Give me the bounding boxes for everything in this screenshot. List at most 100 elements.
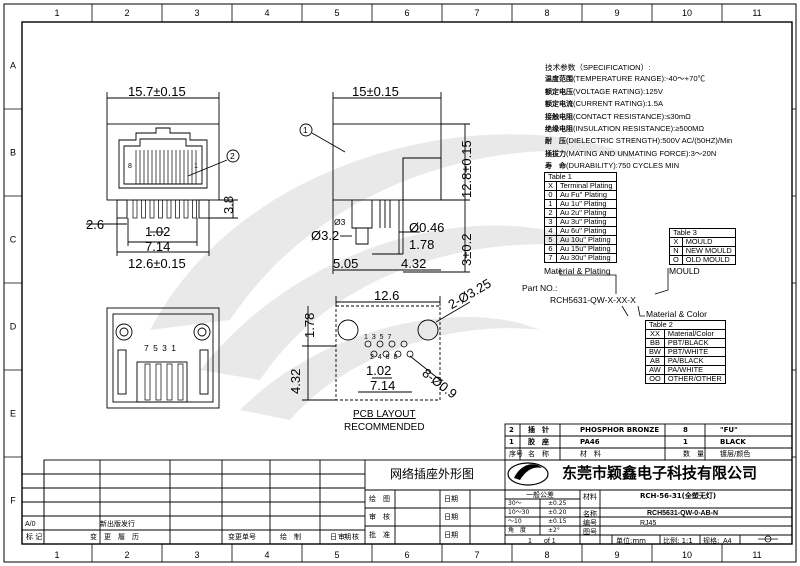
- pcb-odd-pins: 1 3 5 7: [364, 334, 392, 341]
- border-column-label: 2: [124, 8, 129, 18]
- dim-front-bottom: 12.6±0.15: [128, 256, 186, 271]
- spec-row: 寿 命(DURABILITY):750 CYCLES MIN: [545, 160, 732, 172]
- drawer-label: 绘 图: [369, 495, 390, 503]
- part-number-label: Part NO.:: [522, 283, 558, 293]
- model-2: RCH5631-QW-0-AB-N: [647, 510, 719, 517]
- spec-label: 接触电阻: [545, 112, 573, 121]
- table-cell: OLD MOULD: [681, 255, 736, 265]
- callout-2: 2: [230, 151, 235, 161]
- side-view: [299, 92, 470, 274]
- spec-value: (MATING AND UNMATING FORCE):3～20N: [566, 148, 717, 158]
- dim-side-post2: Ø3: [334, 217, 346, 227]
- spec-label: 额定电流: [545, 100, 573, 109]
- checker-label: 审 核: [369, 513, 390, 521]
- border-column-label: 4: [264, 550, 269, 560]
- spec-label: 插拔力: [545, 149, 566, 158]
- company-name: 东莞市颖鑫电子科技有限公司: [562, 464, 758, 482]
- part-number-value: RCH5631-QW-X-XX-X: [550, 295, 636, 305]
- border-column-label: 8: [544, 8, 549, 18]
- border-column-label: 6: [404, 8, 409, 18]
- table-cell: 7: [544, 253, 557, 263]
- date-label-3: 日期: [444, 531, 458, 539]
- spec-row: 插拔力(MATING AND UNMATING FORCE):3～20N: [545, 148, 732, 160]
- dim-front-pitch: 1.02: [145, 224, 171, 239]
- revision-header: 变更单号: [228, 533, 256, 541]
- spec-block: 技术参数（SPECIFICATION）: 温度范围(TEMPERATURE RA…: [545, 62, 732, 173]
- dim-front-pitch-total: 7.14: [145, 239, 171, 254]
- revision-header: 日 期: [330, 533, 351, 541]
- sheet-size: A4: [723, 538, 732, 545]
- bottom-view: [106, 307, 220, 409]
- tolerance-value: ±2°: [548, 527, 560, 534]
- scale-label: 比例: 1:1: [663, 537, 693, 545]
- spec-label: 绝缘电阻: [545, 125, 573, 134]
- bom-cell: 2: [509, 426, 514, 434]
- border-column-label: 7: [474, 550, 479, 560]
- border-column-label: 1: [54, 550, 59, 560]
- border-column-label: 10: [682, 550, 692, 560]
- spec-row: 额定电压(VOLTAGE RATING):125V: [545, 86, 732, 98]
- spec-row: 接触电阻(CONTACT RESISTANCE):≤30mΩ: [545, 111, 732, 123]
- spec-value: (CURRENT RATING):1.5A: [573, 99, 664, 109]
- bom-cell: PA46: [580, 438, 600, 446]
- border-column-label: 8: [544, 550, 549, 560]
- projection-symbol-icon: [758, 535, 778, 543]
- company-logo: [507, 462, 549, 486]
- dim-pcb-top: 12.6: [374, 288, 400, 303]
- border-column-label: 3: [194, 8, 199, 18]
- table-1-caption: Material & Plating: [544, 266, 611, 276]
- tolerance-value: ±0.25: [548, 500, 567, 507]
- bom-header-cell: 名 称: [528, 450, 549, 458]
- spec-value: (DURABILITY):750 CYCLES MIN: [566, 161, 680, 171]
- date-label-1: 日期: [444, 495, 458, 503]
- border-column-label: 9: [614, 8, 619, 18]
- border-row-label: F: [10, 496, 16, 506]
- spec-value: (INSULATION RESISTANCE):≥500MΩ: [573, 124, 705, 134]
- pin-label-right: 1: [194, 163, 198, 170]
- revision-header: 变 更 履 历: [90, 533, 139, 541]
- revision-header: 审 核: [338, 533, 359, 541]
- border-column-label: 1: [54, 8, 59, 18]
- tolerance-title: 一般公差: [526, 491, 554, 499]
- model-1: RCH-56-31(全塑无灯): [640, 492, 717, 500]
- border-column-label: 2: [124, 550, 129, 560]
- table-2-caption: Material & Color: [646, 309, 707, 319]
- model-number-label: 编号: [583, 519, 597, 527]
- dim-pcb-102: 1.02: [366, 363, 392, 378]
- spec-label: 额定电压: [545, 87, 573, 96]
- pcb-layout-title: PCB LAYOUT: [353, 409, 416, 420]
- pcb-even-pins: 2 4 6 8: [370, 354, 398, 361]
- spec-heading: 技术参数（SPECIFICATION）:: [545, 63, 651, 72]
- border-column-label: 7: [474, 8, 479, 18]
- bom-header-cell: 镀层/颜色: [720, 450, 751, 458]
- tolerance-range: 角 度: [508, 527, 527, 534]
- revision-text: 新出版发行: [100, 520, 135, 528]
- spec-label: 耐 压: [545, 137, 566, 146]
- bom-cell: 8: [683, 426, 688, 434]
- model-name-label: 名称: [583, 510, 597, 518]
- border-column-label: 4: [264, 8, 269, 18]
- bom-cell: "FU": [720, 426, 738, 434]
- drawing-number-label: 图号: [583, 528, 597, 536]
- material-label: 材料: [583, 493, 597, 501]
- border-column-label: 5: [334, 8, 339, 18]
- border-row-label: A: [10, 61, 16, 71]
- bom-cell: 1: [683, 438, 688, 446]
- front-view: [86, 92, 240, 256]
- tolerance-range: 10～30: [508, 509, 530, 516]
- dim-side-178: 1.78: [409, 237, 435, 252]
- page-number: 1: [528, 538, 532, 545]
- spec-row: 耐 压(DIELECTRIC STRENGTH):500V AC/(50HZ)/…: [545, 135, 732, 147]
- bom-header-cell: 材 料: [580, 450, 601, 458]
- border-column-label: 10: [682, 8, 692, 18]
- border-column-label: 11: [752, 8, 761, 18]
- bom-cell: BLACK: [720, 438, 746, 446]
